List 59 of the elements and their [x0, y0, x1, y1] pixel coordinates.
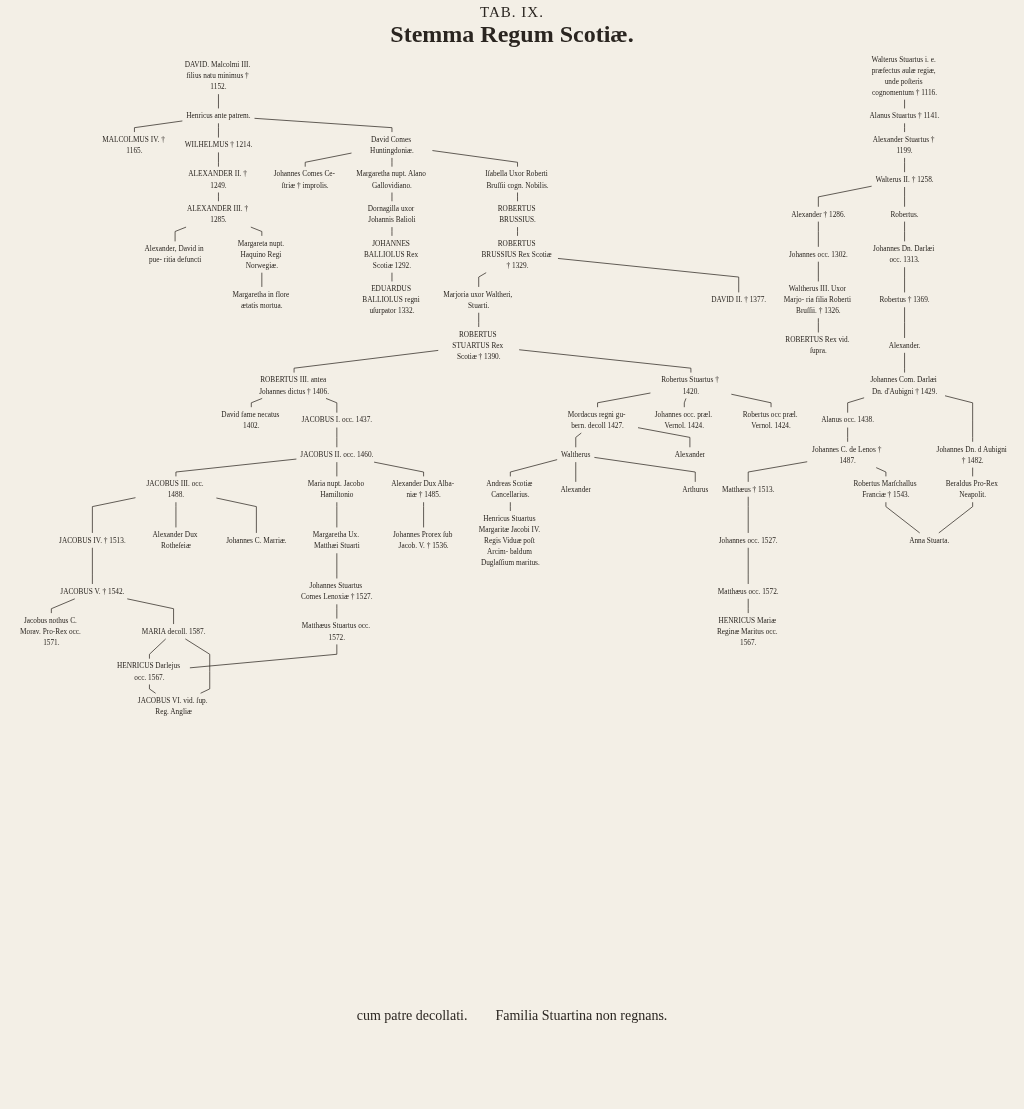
connector [92, 547, 93, 585]
connector [594, 457, 696, 483]
connector [683, 398, 687, 408]
connector [293, 350, 439, 373]
table-number: TAB. IX. [479, 4, 545, 21]
connector [575, 432, 582, 448]
connector [885, 501, 921, 534]
connector [218, 122, 219, 138]
connector [730, 393, 772, 408]
connector [423, 501, 424, 528]
connector [904, 186, 905, 208]
connector [904, 157, 905, 173]
connector [847, 397, 865, 414]
connector [218, 152, 219, 168]
connector [175, 458, 297, 477]
connector [250, 226, 263, 237]
connector [189, 644, 338, 669]
connector [509, 501, 511, 512]
connector [518, 349, 692, 373]
connector [218, 192, 219, 202]
connector [938, 501, 973, 534]
connector [904, 99, 905, 109]
connector [904, 352, 905, 373]
connector [904, 306, 905, 339]
connector [134, 120, 183, 133]
connector [818, 221, 819, 248]
connector [557, 258, 740, 293]
connector [432, 150, 518, 168]
connector [51, 598, 76, 614]
connector [92, 497, 136, 534]
connector [904, 266, 905, 293]
connector [904, 122, 905, 133]
connector [509, 459, 558, 477]
connector [185, 638, 211, 694]
connector [250, 398, 263, 408]
title: Stemma Regum Scotiæ. [389, 21, 635, 48]
connector [904, 221, 905, 242]
connector [126, 598, 174, 625]
connector [304, 152, 352, 168]
connector [478, 312, 480, 328]
connector [847, 427, 848, 443]
connector [149, 638, 167, 660]
connector [875, 467, 887, 477]
connector [517, 226, 518, 237]
connector [637, 427, 691, 448]
connector [818, 261, 819, 282]
connector [818, 185, 872, 208]
connector [254, 117, 393, 133]
note: Familia Stuartina non regnans. [495, 1008, 668, 1023]
connector [818, 317, 819, 333]
connector [944, 395, 973, 443]
note: cum patre decollati. [356, 1008, 468, 1023]
connector [149, 684, 156, 694]
connector [373, 461, 424, 477]
connector [517, 192, 518, 202]
connector [218, 93, 219, 109]
connector [597, 392, 651, 408]
connector [972, 467, 973, 477]
connector [747, 461, 808, 483]
